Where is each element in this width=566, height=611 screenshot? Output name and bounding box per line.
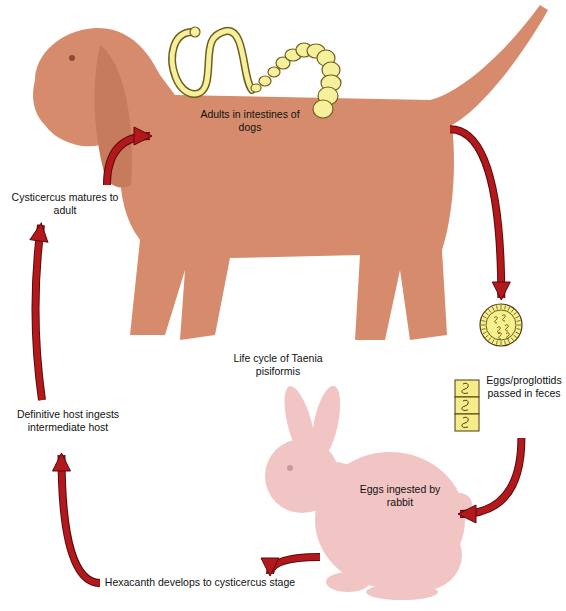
- arrow-line: [35, 225, 42, 400]
- arrow-line: [460, 438, 521, 514]
- arrow-outline: [35, 225, 42, 400]
- arrow-line: [450, 129, 501, 298]
- stage-text: Eggs ingested by rabbit: [350, 483, 450, 509]
- arrow-outline: [460, 438, 521, 514]
- arrow-outline: [450, 129, 501, 298]
- cycle-arrow: [450, 129, 501, 298]
- arrow-line: [270, 557, 320, 574]
- arrow-outline: [62, 455, 101, 583]
- cycle-arrow: [270, 557, 320, 574]
- dog-silhouette: [0, 0, 566, 345]
- cycle-arrow: [107, 136, 150, 185]
- stage-text: Eggs/proglottids passed in feces: [484, 374, 564, 400]
- arrow-line: [62, 455, 101, 583]
- stage-node: Eggs/proglottids passed in feces: [452, 298, 564, 438]
- stage-node: Definitive host ingests intermediate hos…: [3, 400, 133, 455]
- egg-and-proglottids: [452, 298, 564, 438]
- stage-text: Cysticercus matures to adult: [5, 191, 125, 217]
- arrow-outline: [107, 136, 150, 185]
- stage-node: Eggs ingested by rabbit: [320, 385, 460, 600]
- stage-text: Definitive host ingests intermediate hos…: [3, 408, 133, 434]
- stage-node: Adults in intestines of dogs: [150, 0, 450, 340]
- diagram-title: Life cycle of Taenia pisiformis: [232, 352, 324, 378]
- cycle-arrow: [62, 455, 101, 583]
- arrow-outline: [270, 557, 320, 574]
- arrow-line: [107, 136, 150, 185]
- stage-text: Adults in intestines of dogs: [195, 108, 305, 134]
- stage-text: Hexacanth develops to cysticercus stage: [100, 576, 300, 589]
- stage-node: Cysticercus matures to adult: [5, 185, 125, 225]
- cycle-arrow: [35, 225, 42, 400]
- stage-node: Hexacanth develops to cysticercus stage: [100, 574, 300, 592]
- cycle-arrow: [460, 438, 521, 514]
